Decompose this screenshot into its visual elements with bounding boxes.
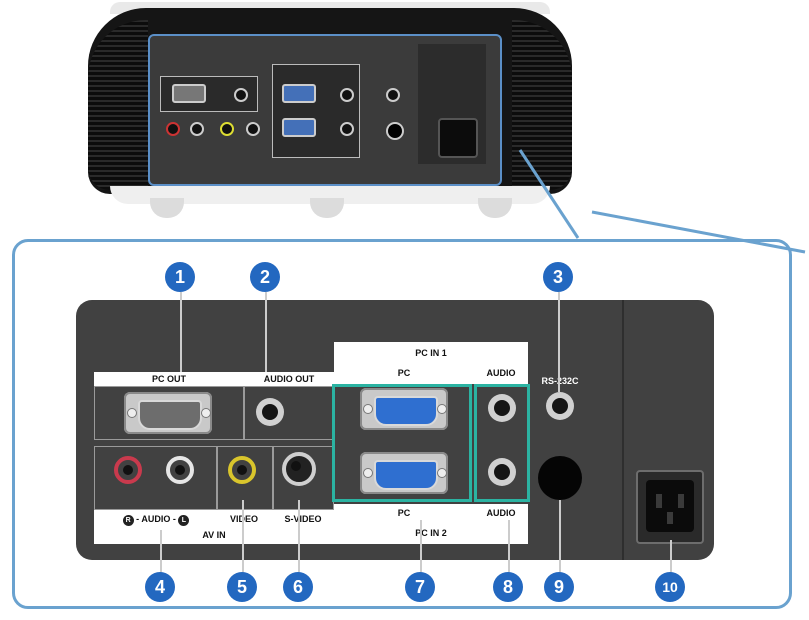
leader-line-7 — [420, 520, 422, 576]
power-socket[interactable] — [636, 470, 704, 544]
left-vent-grille — [88, 20, 148, 190]
pc-out-label: PC OUT — [151, 374, 186, 384]
mini-pc-in-2-port — [282, 118, 316, 137]
leader-line-4 — [160, 530, 162, 576]
screw — [437, 404, 447, 414]
pc-in-2-label: PC IN 2 — [415, 528, 447, 538]
video-rca[interactable] — [228, 456, 256, 484]
mini-sensor — [386, 122, 404, 140]
audio-out-jack[interactable] — [256, 398, 284, 426]
mini-rs232c — [386, 88, 400, 102]
l-mark: L — [178, 515, 190, 526]
pc-in-2-audio-label: AUDIO — [486, 508, 516, 518]
mini-audio-in-2 — [340, 122, 354, 136]
leader-line-5 — [242, 500, 244, 576]
pc-in-1-pc-label: PC — [397, 368, 411, 378]
audio-in-highlight — [474, 384, 530, 502]
power-socket-inner — [646, 480, 694, 532]
audio-lr-label: R - AUDIO - L — [96, 514, 216, 526]
audio-lr-text: - AUDIO - — [136, 514, 176, 524]
pc-out-port[interactable] — [124, 392, 212, 434]
screw — [363, 468, 373, 478]
projector-foot-right — [478, 198, 512, 218]
screw — [437, 468, 447, 478]
s-video-port[interactable] — [282, 452, 316, 486]
leader-line-10 — [670, 540, 672, 576]
pc-in-2-socket — [374, 460, 438, 490]
leader-line-8 — [508, 520, 510, 576]
s-video-label: S-VIDEO — [284, 514, 322, 524]
power-pin — [667, 512, 673, 524]
callout-6: 6 — [283, 572, 313, 602]
pc-in-1-audio-label: AUDIO — [486, 368, 516, 378]
audio-l-rca[interactable] — [166, 456, 194, 484]
leader-line-6 — [298, 500, 300, 576]
projector-base — [110, 186, 550, 204]
av-divider — [216, 446, 218, 510]
pc-in-2-footer — [334, 504, 528, 544]
leader-line-3 — [558, 292, 560, 392]
mini-rca-red — [166, 122, 180, 136]
mini-rca-yellow — [220, 122, 234, 136]
leader-line-9 — [559, 500, 561, 576]
leader-line-1 — [180, 292, 182, 372]
mini-audio-in-1 — [340, 88, 354, 102]
av-in-label-strip — [94, 510, 334, 544]
callout-3: 3 — [543, 262, 573, 292]
pc-in-1-port[interactable] — [360, 388, 448, 430]
panel-divider — [622, 300, 624, 560]
projector-foot-left — [150, 198, 184, 218]
mini-pc-in-1-port — [282, 84, 316, 103]
right-vent-grille — [512, 20, 572, 190]
mini-power-socket — [438, 118, 478, 158]
av-divider — [272, 446, 274, 510]
power-pin — [656, 494, 662, 508]
screw — [127, 408, 137, 418]
r-mark: R — [122, 515, 134, 526]
zoom-callout-frame — [12, 239, 792, 609]
rs232c-port[interactable] — [546, 392, 574, 420]
mini-audio-out-jack — [234, 88, 248, 102]
power-pin — [678, 494, 684, 508]
rs232c-label: RS-232C — [530, 376, 590, 386]
callout-7: 7 — [405, 572, 435, 602]
screw — [363, 404, 373, 414]
callout-9: 9 — [544, 572, 574, 602]
pc-in-highlight — [332, 384, 472, 502]
pc-in-1-socket — [374, 396, 438, 426]
mini-pc-out-port — [172, 84, 206, 103]
callout-1: 1 — [165, 262, 195, 292]
ir-sensor — [538, 456, 582, 500]
audio-out-label: AUDIO OUT — [263, 374, 315, 384]
pc-out-header-strip — [94, 372, 334, 386]
av-in-label: AV IN — [202, 530, 226, 540]
leader-line-2 — [265, 292, 267, 372]
video-label: VIDEO — [216, 514, 272, 524]
pc-in-2-pc-label: PC — [397, 508, 411, 518]
audio-in-1-jack[interactable] — [488, 394, 516, 422]
mini-rca-white — [190, 122, 204, 136]
screw — [201, 408, 211, 418]
callout-4: 4 — [145, 572, 175, 602]
pc-out-socket — [138, 400, 202, 430]
callout-5: 5 — [227, 572, 257, 602]
pc-in-2-port[interactable] — [360, 452, 448, 494]
mini-s-video — [246, 122, 260, 136]
projector-foot-center — [310, 198, 344, 218]
callout-8: 8 — [493, 572, 523, 602]
audio-in-2-jack[interactable] — [488, 458, 516, 486]
callout-10: 10 — [655, 572, 685, 602]
callout-2: 2 — [250, 262, 280, 292]
pc-in-1-label: PC IN 1 — [415, 348, 447, 358]
mini-pc-in-box — [272, 64, 360, 158]
audio-r-rca[interactable] — [114, 456, 142, 484]
pc-in-1-header — [334, 342, 528, 384]
pc-out-box — [94, 386, 244, 440]
